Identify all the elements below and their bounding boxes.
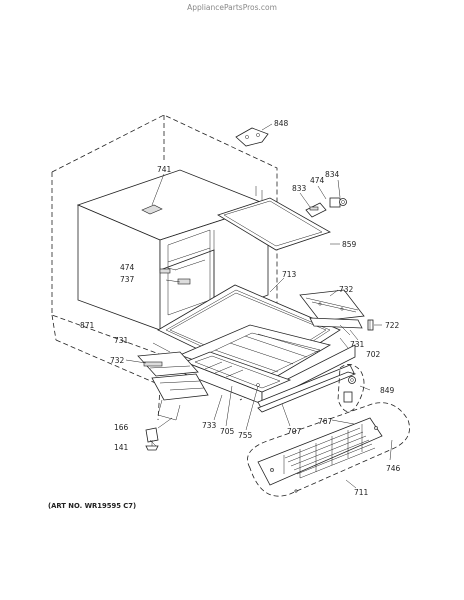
callout-731-right: 731 xyxy=(350,340,365,349)
leveling-leg-141 xyxy=(145,427,159,451)
light-socket-834 xyxy=(329,197,347,208)
callout-474-mid: 474 xyxy=(120,263,135,272)
callout-732-right: 732 xyxy=(339,285,354,294)
control-panel-741 xyxy=(141,204,163,215)
callout-871: 871 xyxy=(80,321,95,330)
callout-141: 141 xyxy=(114,443,129,452)
callout-849: 849 xyxy=(380,386,395,395)
drawer-slide-731-left xyxy=(151,373,209,401)
callout-834: 834 xyxy=(325,170,340,179)
drawer-slide-732-left xyxy=(137,351,199,377)
callout-474-top: 474 xyxy=(310,176,325,185)
callout-859: 859 xyxy=(342,240,357,249)
toe-trim-707 xyxy=(257,364,357,413)
drawer-slide-732-right xyxy=(299,289,365,322)
stop-bracket-722 xyxy=(367,319,374,331)
hinge-plate-848 xyxy=(235,127,269,147)
callout-702: 702 xyxy=(366,350,381,359)
leader-lines xyxy=(125,123,393,489)
callout-741: 741 xyxy=(157,165,172,174)
callout-731-left: 731 xyxy=(114,336,129,345)
light-switch-833 xyxy=(305,202,327,218)
callout-705: 705 xyxy=(220,427,235,436)
callout-733: 733 xyxy=(202,421,217,430)
drawer-slide-731-right xyxy=(309,317,363,329)
callout-767: 767 xyxy=(318,417,333,426)
callout-722: 722 xyxy=(385,321,400,330)
hinge-bracket-849 xyxy=(337,364,365,412)
callout-707: 707 xyxy=(287,427,302,436)
callout-737: 737 xyxy=(120,275,135,284)
callout-713: 713 xyxy=(282,270,297,279)
callout-746: 746 xyxy=(386,464,401,473)
callout-711: 711 xyxy=(354,488,369,497)
glass-shelf-859 xyxy=(217,197,331,251)
watermark-text: AppliancePartsPros.com xyxy=(187,3,277,12)
kick-grille-711 xyxy=(247,402,410,497)
callout-755: 755 xyxy=(238,431,253,440)
callout-labels: 848 741 474 834 833 859 474 737 713 732 … xyxy=(80,119,401,497)
grille-slots xyxy=(283,424,376,479)
drawer-bin-733 xyxy=(183,344,356,405)
callout-833: 833 xyxy=(292,184,307,193)
callout-848: 848 xyxy=(274,119,289,128)
callout-166: 166 xyxy=(114,423,129,432)
art-number: (ART NO. WR19595 C7) xyxy=(48,502,136,510)
callout-732-left: 732 xyxy=(110,356,125,365)
